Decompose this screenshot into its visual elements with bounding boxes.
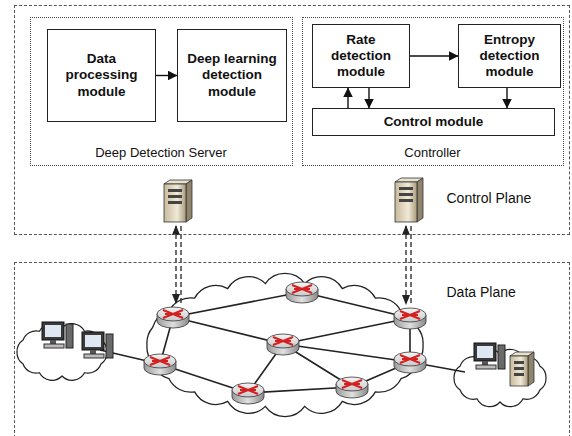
- module-box: Entropy detection module: [458, 24, 561, 88]
- arrow-connector: [347, 88, 348, 108]
- group-label: Deep Detection Server: [31, 145, 292, 160]
- computer-icon: [474, 343, 505, 369]
- controller-group: Controller Rate detection module Entropy d…: [302, 17, 564, 166]
- module-box: Rate detection module: [312, 24, 410, 88]
- network-link: [283, 318, 410, 344]
- plane-label: Control Plane: [447, 190, 532, 206]
- host-computers: [42, 322, 534, 386]
- router-icon: [157, 307, 189, 328]
- arrow-connector: [410, 55, 458, 56]
- routers: [144, 282, 426, 404]
- plane-band: Data Plane: [14, 262, 570, 436]
- dashed-links: [176, 226, 411, 304]
- network-link: [283, 344, 410, 362]
- network-link: [173, 292, 302, 317]
- router-icon: [144, 354, 176, 375]
- server-tower: [395, 178, 423, 222]
- computer-icon: [42, 322, 73, 348]
- module-label: Data processing module: [48, 51, 155, 100]
- controller-link: [410, 226, 411, 304]
- router-icon: [394, 352, 426, 373]
- router-icon: [267, 334, 299, 355]
- arrow-connector: [156, 75, 177, 76]
- arrow-connector: [506, 88, 507, 108]
- module-label: Rate detection module: [313, 32, 409, 81]
- plane-label: Data Plane: [447, 284, 516, 300]
- controller-link: [405, 226, 406, 304]
- module-box: Deep learning detection module: [177, 29, 287, 122]
- network-cloud-outline: [147, 273, 423, 416]
- server-icons: [164, 178, 423, 222]
- arrow-connector: [368, 88, 369, 108]
- router-icon: [336, 377, 368, 398]
- group-label: Controller: [303, 145, 563, 160]
- module-box: Control module: [312, 108, 555, 136]
- network-links: [100, 292, 465, 393]
- server-tower: [164, 180, 192, 222]
- module-label: Deep learning detection module: [178, 51, 286, 100]
- computer-icon: [82, 332, 113, 358]
- plane-band: Control Plane Deep Detection Server Data p…: [14, 5, 570, 235]
- server-tower: [510, 352, 534, 386]
- server-link: [175, 226, 176, 303]
- server-group: Deep Detection Server Data processing mod…: [30, 17, 293, 166]
- router-icon: [286, 282, 318, 303]
- module-label: Entropy detection module: [459, 32, 560, 81]
- router-icon: [394, 308, 426, 329]
- module-label: Control module: [380, 114, 488, 130]
- network-link: [173, 317, 283, 344]
- network-cloud: [17, 273, 546, 416]
- server-link: [180, 226, 181, 303]
- module-box: Data processing module: [47, 29, 156, 122]
- router-icon: [232, 383, 264, 404]
